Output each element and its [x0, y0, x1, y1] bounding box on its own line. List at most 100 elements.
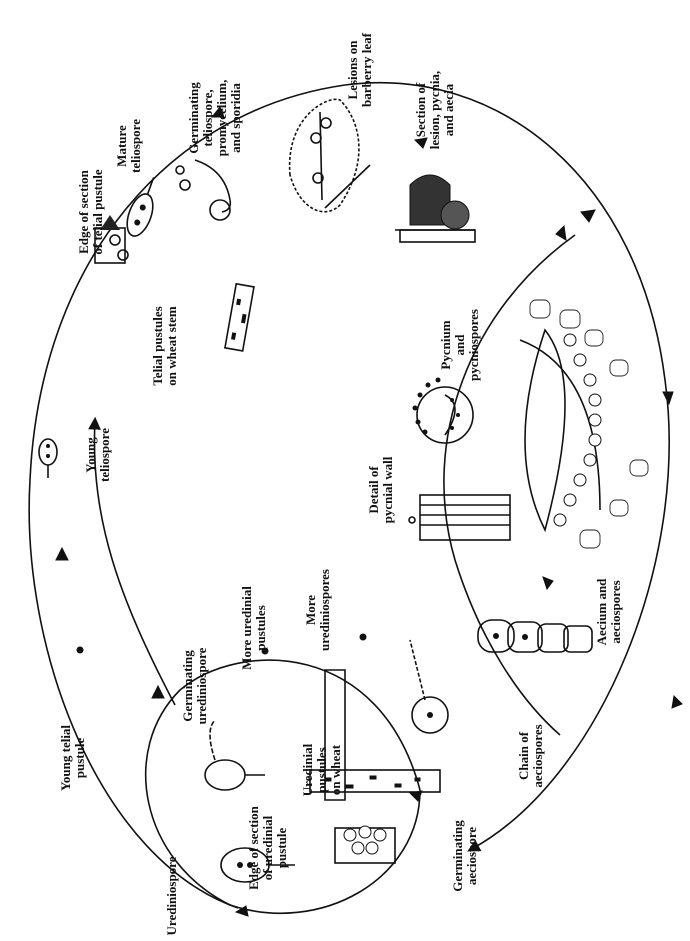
pycnium-illustration — [413, 378, 474, 444]
label-line: Germinating — [186, 82, 201, 154]
label-line: of uredinial — [260, 815, 275, 880]
label-line: urediniospore — [194, 647, 209, 724]
arrow-marker — [556, 226, 566, 240]
label-aecium: Aecium andaeciospores — [594, 578, 623, 646]
label-text: Pycniumandpycniospores — [438, 309, 481, 381]
label-urediniospore: Urediniospore — [164, 856, 179, 935]
label-edge-telial: Edge of sectionof telial pustule — [76, 169, 105, 254]
label-text: Urediniospore — [164, 856, 179, 935]
label-text: Uredinialpustuleson wheat — [300, 743, 343, 796]
label-line: Lesions on — [345, 40, 360, 100]
label-line: and aecia — [441, 83, 456, 136]
label-text: Germinatingteliospore,promycelium,and sp… — [186, 80, 243, 157]
label-text: Section oflesion, pycnia,and aecia — [413, 71, 456, 149]
label-lesions-barberry: Lesions onbarberry leaf — [345, 32, 374, 107]
label-text: Moreurediniospores — [303, 569, 332, 651]
label-line: aeciospores — [530, 724, 545, 787]
label-line: Young telial — [58, 725, 73, 791]
label-more-urediniospores: Moreurediniospores — [303, 569, 332, 651]
label-line: pustule — [274, 828, 289, 869]
label-line: More — [303, 595, 318, 625]
germinating-urediniospore-illustration — [205, 720, 265, 790]
arrow-marker — [56, 548, 68, 560]
label-line: Germinating — [180, 650, 195, 722]
arrow-marker — [581, 210, 595, 222]
young-teliospore-illustration — [39, 439, 57, 478]
aeciospore-chain-illustration — [478, 620, 592, 652]
label-text: Youngteliospore — [83, 428, 112, 482]
label-line: teliospore — [128, 119, 143, 173]
label-line: urediniospores — [317, 569, 332, 651]
label-line: pustules — [314, 747, 329, 793]
label-line: teliospore, — [200, 89, 215, 146]
label-text: Lesions onbarberry leaf — [345, 32, 374, 107]
loop-dot — [77, 647, 84, 654]
label-line: Young — [83, 437, 98, 473]
label-text: Edge of sectionof uredinialpustule — [246, 805, 289, 890]
label-germinating-teliospore: Germinatingteliospore,promycelium,and sp… — [186, 80, 243, 157]
label-line: Mature — [114, 125, 129, 167]
label-text: Young telialpustule — [58, 725, 87, 791]
label-line: Chain of — [516, 731, 531, 780]
arrow-marker — [415, 138, 427, 148]
label-section-lesion: Section oflesion, pycnia,and aecia — [413, 71, 456, 149]
label-line: pycnial wall — [380, 456, 395, 523]
label-young-telial-pustule: Young telialpustule — [58, 725, 87, 791]
label-line: pycniospores — [466, 309, 481, 381]
label-chain-aeciospores: Chain ofaeciospores — [516, 724, 545, 787]
label-more-uredinial-pustules: More uredinialpustules — [239, 586, 268, 670]
aecium-illustration — [520, 300, 648, 548]
germinating-aeciospore-illustration — [410, 640, 448, 733]
label-text: Chain ofaeciospores — [516, 724, 545, 787]
label-germinating-aeciospore: Germinatingaeciospore — [450, 820, 479, 892]
label-text: Germinatingurediniospore — [180, 647, 209, 724]
label-line: Section of — [413, 82, 428, 137]
label-line: Urediniospore — [164, 856, 179, 935]
arrow-marker — [663, 392, 673, 404]
label-line: Detail of — [366, 466, 381, 514]
label-line: Edge of section — [246, 805, 261, 890]
label-text: Telial pustuleson wheat stem — [150, 306, 179, 386]
label-line: pustule — [72, 738, 87, 779]
label-text: Matureteliospore — [114, 119, 143, 173]
label-young-teliospore: Youngteliospore — [83, 428, 112, 482]
label-line: of telial pustule — [90, 169, 105, 254]
label-line: on wheat — [328, 744, 343, 795]
uredinial-pustule-edge-illustration — [335, 826, 395, 863]
label-line: Edge of section — [76, 169, 91, 254]
label-text: Aecium andaeciospores — [594, 578, 623, 646]
label-line: Uredinial — [300, 743, 315, 796]
label-text: More uredinialpustules — [239, 586, 268, 670]
label-line: aeciospore — [464, 827, 479, 885]
label-line: Germinating — [450, 820, 465, 892]
arrow-marker — [672, 696, 682, 708]
label-text: Germinatingaeciospore — [450, 820, 479, 892]
label-mature-teliospore: Matureteliospore — [114, 119, 143, 173]
barberry-leaf-illustration — [290, 99, 370, 211]
label-line: teliospore — [97, 428, 112, 482]
label-text: Detail ofpycnial wall — [366, 456, 395, 523]
germinating-teliospore-illustration — [176, 160, 230, 220]
wheat-stem-telia-illustration — [225, 284, 254, 351]
label-edge-uredinial: Edge of sectionof uredinialpustule — [246, 805, 289, 890]
label-line: barberry leaf — [359, 32, 374, 107]
label-pycnium: Pycniumandpycniospores — [438, 309, 481, 381]
label-line: lesion, pycnia, — [427, 71, 442, 149]
label-line: and sporidia — [228, 83, 243, 153]
label-detail-pycnial-wall: Detail ofpycnial wall — [366, 456, 395, 523]
label-line: Telial pustules — [150, 306, 165, 385]
arrow-marker — [152, 686, 164, 698]
loop-dot — [360, 634, 367, 641]
label-line: pustules — [253, 605, 268, 651]
label-line: and — [452, 334, 467, 356]
label-line: aeciospores — [608, 580, 623, 643]
label-uredinial-pustules-wheat: Uredinialpustuleson wheat — [300, 743, 343, 796]
label-germinating-urediniospore: Germinatingurediniospore — [180, 647, 209, 724]
arrow-marker — [543, 577, 553, 589]
pycnial-wall-illustration — [409, 495, 510, 540]
label-text: Edge of sectionof telial pustule — [76, 169, 105, 254]
label-line: More uredinial — [239, 586, 254, 670]
label-line: promycelium, — [214, 80, 229, 157]
